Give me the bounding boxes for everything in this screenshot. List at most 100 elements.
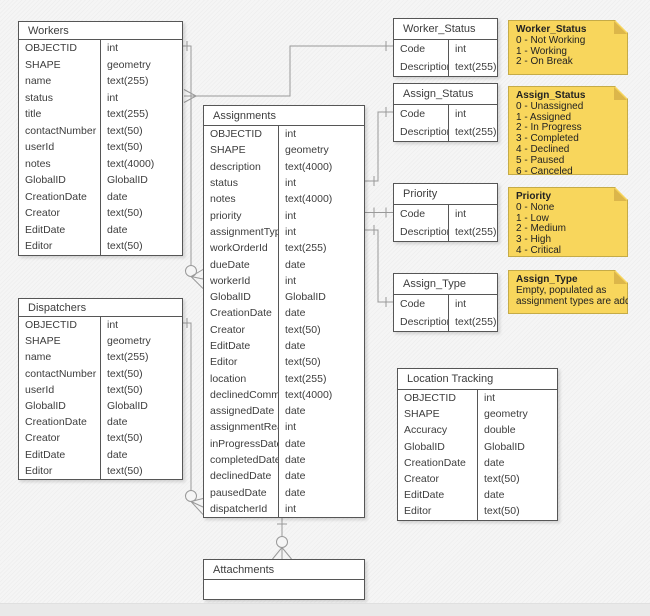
field-row: OBJECTID int: [204, 126, 364, 143]
table-assignments[interactable]: Assignments OBJECTID int SHAPE geometry …: [203, 105, 365, 519]
connector-dispatchers-assignments[interactable]: [183, 318, 204, 515]
field-row: description text(4000): [204, 158, 364, 175]
table-worker-status[interactable]: Worker_Status Code int Description text(…: [393, 18, 498, 77]
field-type: text(255): [285, 242, 327, 255]
field-name: priority: [204, 207, 279, 224]
connector-workers-assignments[interactable]: [183, 41, 204, 289]
field-type: geometry: [285, 144, 329, 157]
table-dispatchers[interactable]: Dispatchers OBJECTID int SHAPE geometry …: [18, 298, 183, 480]
field-row: location text(255): [204, 370, 364, 387]
field-row: completedDate date: [204, 451, 364, 469]
field-type: int: [285, 128, 297, 141]
field-row: Editor text(50): [398, 503, 557, 520]
field-row: GlobalID GlobalID: [19, 172, 182, 189]
table-title: Priority: [394, 184, 497, 205]
field-name: OBJECTID: [19, 40, 101, 57]
note-title: Assign_Status: [516, 90, 586, 101]
field-type: int: [455, 298, 467, 310]
table-attachments[interactable]: Attachments: [203, 559, 365, 600]
field-row: SHAPE geometry: [204, 142, 364, 159]
table-priority[interactable]: Priority Code int Description text(255): [393, 183, 498, 242]
field-row: OBJECTID int: [398, 390, 557, 407]
note-line: 2 - In Progress: [516, 122, 582, 134]
table-workers[interactable]: Workers OBJECTID int SHAPE geometry name…: [18, 21, 183, 256]
field-name: CreationDate: [204, 305, 279, 322]
field-name: Code: [394, 295, 449, 313]
field-name: dueDate: [204, 256, 279, 273]
field-row: workerId int: [204, 272, 364, 289]
field-name: GlobalID: [204, 288, 279, 306]
field-name: EditDate: [398, 487, 478, 504]
field-row: SHAPE geometry: [398, 406, 557, 423]
table-title: Location Tracking: [398, 369, 557, 390]
field-type: text(50): [107, 207, 143, 220]
field-row: CreationDate date: [398, 454, 557, 471]
field-row: OBJECTID int: [19, 40, 182, 57]
field-name: CreationDate: [398, 454, 478, 471]
field-name: CreationDate: [19, 188, 101, 205]
field-row: Editor text(50): [19, 238, 182, 255]
field-name: Description: [394, 313, 449, 331]
field-row: notes text(4000): [204, 191, 364, 208]
field-type: int: [455, 208, 467, 220]
field-name: assignmentRead: [204, 419, 279, 436]
field-row: CreationDate date: [204, 305, 364, 322]
connector-assignments-assign-type[interactable]: [365, 225, 393, 307]
field-type: GlobalID: [107, 174, 148, 187]
field-name: Editor: [398, 503, 478, 520]
field-name: pausedDate: [204, 484, 279, 501]
field-type: date: [107, 190, 128, 203]
field-list: OBJECTID int SHAPE geometry name text(25…: [19, 317, 182, 479]
table-title: Assignments: [204, 106, 364, 126]
field-type: date: [285, 486, 306, 499]
connector-assignments-assign-status[interactable]: [365, 107, 393, 186]
field-row: Code int: [394, 295, 497, 313]
field-row: Creator text(50): [19, 205, 182, 222]
connector-assignments-attachments[interactable]: [272, 515, 292, 560]
field-name: dispatcherId: [204, 500, 279, 518]
field-row: Creator text(50): [204, 321, 364, 338]
connector-workers-worker-status[interactable]: [183, 41, 393, 103]
field-type: date: [285, 258, 306, 271]
field-type: int: [285, 225, 297, 238]
field-name: workerId: [204, 272, 279, 289]
note-line: 2 - On Break: [516, 56, 573, 68]
field-name: GlobalID: [398, 438, 478, 455]
field-name: Editor: [19, 238, 101, 255]
field-type: text(255): [455, 126, 497, 138]
note-title: Worker_Status: [516, 24, 587, 35]
field-row: CreationDate date: [19, 188, 182, 205]
field-row: SHAPE geometry: [19, 56, 182, 73]
field-type: text(50): [285, 323, 321, 336]
field-row: Accuracy double: [398, 422, 557, 439]
field-name: Creator: [204, 321, 279, 338]
field-row: pausedDate date: [204, 484, 364, 501]
field-type: int: [455, 43, 467, 55]
field-name: Creator: [19, 430, 101, 447]
note-line: Empty, populated as: [516, 284, 607, 296]
field-row: assignedDate date: [204, 403, 364, 420]
field-row: EditDate date: [19, 221, 182, 238]
field-row: Editor text(50): [19, 462, 182, 479]
field-name: notes: [204, 191, 279, 208]
connector-assignments-priority[interactable]: [365, 207, 393, 218]
table-assign-type[interactable]: Assign_Type Code int Description text(25…: [393, 273, 498, 332]
field-name: OBJECTID: [19, 317, 101, 334]
note-line: 1 - Low: [516, 212, 549, 224]
field-row: workOrderId text(255): [204, 240, 364, 257]
field-name: SHAPE: [204, 142, 279, 159]
table-assign-status[interactable]: Assign_Status Code int Description text(…: [393, 83, 498, 142]
table-title: Worker_Status: [394, 19, 497, 40]
field-type: date: [285, 405, 306, 418]
field-row: declinedComment text(4000): [204, 386, 364, 404]
table-location-tracking[interactable]: Location Tracking OBJECTID int SHAPE geo…: [397, 368, 558, 521]
field-name: name: [19, 73, 101, 90]
field-type: date: [285, 307, 306, 320]
field-type: int: [285, 209, 297, 222]
field-type: text(255): [107, 351, 149, 364]
